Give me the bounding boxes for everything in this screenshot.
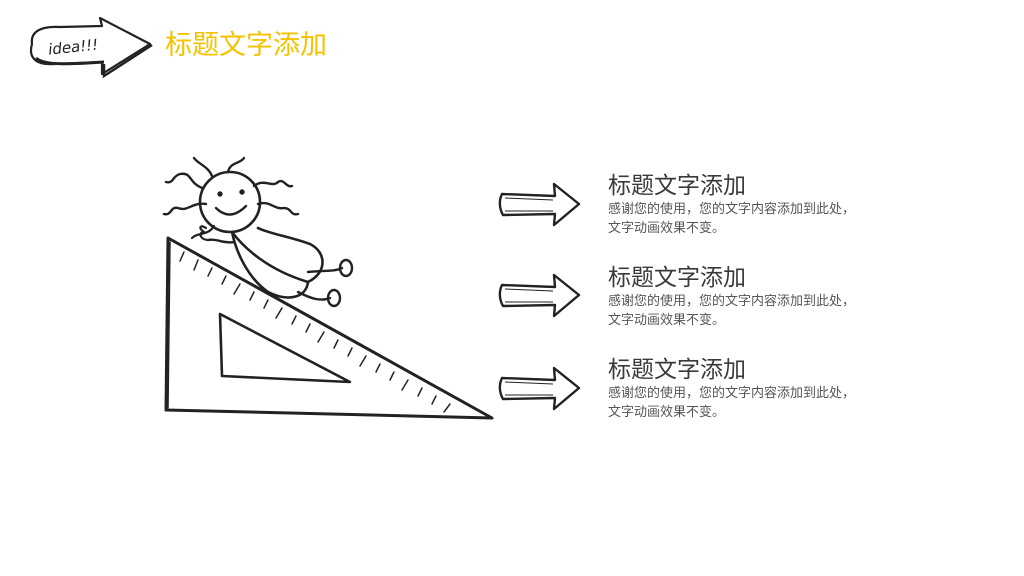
item-description-line: 感谢您的使用，您的文字内容添加到此处，	[608, 386, 856, 401]
item-title: 标题文字添加	[608, 173, 746, 199]
page-title: 标题文字添加	[165, 30, 327, 61]
item-description-line: 文字动画效果不变。	[608, 313, 726, 328]
sketch-arrow-icon	[498, 366, 581, 411]
item-description-line: 文字动画效果不变。	[608, 221, 726, 236]
list-item: 标题文字添加 感谢您的使用，您的文字内容添加到此处， 文字动画效果不变。	[608, 356, 908, 422]
item-title: 标题文字添加	[608, 357, 746, 383]
girl-sliding-ruler-icon	[162, 156, 494, 420]
item-description-line: 感谢您的使用，您的文字内容添加到此处，	[608, 202, 856, 217]
idea-arrow-badge-icon: idea!!!	[29, 16, 153, 79]
item-title: 标题文字添加	[608, 265, 746, 291]
logo-text: idea!!!	[47, 36, 99, 59]
list-item: 标题文字添加 感谢您的使用，您的文字内容添加到此处， 文字动画效果不变。	[608, 264, 908, 330]
sketch-arrow-icon	[498, 182, 581, 227]
item-description-line: 感谢您的使用，您的文字内容添加到此处，	[608, 294, 856, 309]
list-item: 标题文字添加 感谢您的使用，您的文字内容添加到此处， 文字动画效果不变。	[608, 172, 908, 238]
sketch-arrow-icon	[498, 273, 581, 318]
item-description-line: 文字动画效果不变。	[608, 405, 726, 420]
